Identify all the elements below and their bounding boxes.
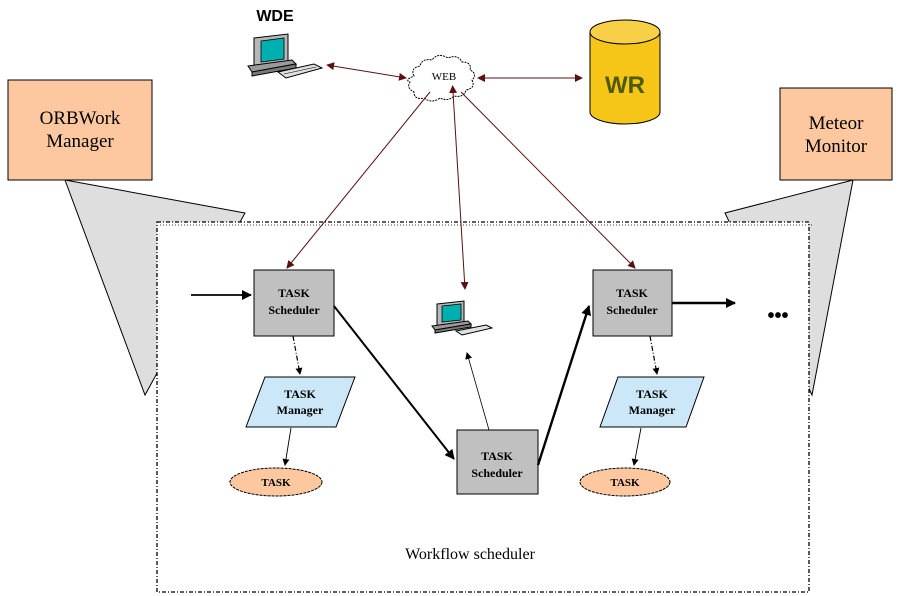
manager-right-line2: Manager [629,403,676,417]
web-scheduler-right-link [460,91,636,269]
manager-right-line1: TASK [636,387,668,401]
task-left[interactable]: TASK [229,467,323,497]
workflow-scheduler-label: Workflow scheduler [405,546,535,563]
meteor-monitor-box[interactable]: Meteor Monitor [779,87,893,181]
web-label: WEB [432,71,456,83]
orbwork-manager-line2: Manager [46,131,114,152]
manager-left-line1: TASK [284,387,316,401]
workstation-icon[interactable] [247,33,324,79]
wr-label: WR [605,72,645,99]
manager-left-to-task-arrow [282,427,292,466]
orbwork-manager-box[interactable]: ORBWork Manager [7,79,153,181]
scheduler-center[interactable]: TASK Scheduler [456,429,539,495]
database-cylinder-icon[interactable]: WR [589,19,661,125]
task-right[interactable]: TASK [579,467,671,497]
scheduler-left-line1: TASK [278,286,310,300]
scheduler-center-line1: TASK [481,449,513,463]
scheduler-right-line1: TASK [616,286,648,300]
manager-right-to-task-arrow [631,427,642,466]
wde-web-link [326,62,407,81]
scheduler-center-line2: Scheduler [471,466,523,480]
meteor-monitor-line2: Monitor [805,136,868,157]
scheduler-right-to-manager-arrow [649,335,660,375]
web-monitor-link [449,85,469,290]
orbwork-manager-line1: ORBWork [40,108,121,129]
center-workstation-icon[interactable] [431,300,494,336]
scheduler-left[interactable]: TASK Scheduler [253,269,335,337]
manager-left-line2: Manager [277,403,324,417]
manager-left[interactable]: TASK Manager [245,376,356,428]
manager-right[interactable]: TASK Manager [599,376,705,428]
scheduler-right-line2: Scheduler [606,303,658,317]
task-left-label: TASK [261,477,291,489]
scheduler-left-line2: Scheduler [268,303,320,317]
scheduler-right[interactable]: TASK Scheduler [592,269,673,337]
scheduler-center-to-workstation-arrow [465,352,490,431]
scheduler-center-to-right-arrow [536,305,592,466]
cloud-icon[interactable]: WEB [407,54,476,102]
continuation-ellipsis: ••• [767,305,788,327]
scheduler-left-to-center-arrow [333,305,455,460]
wde-label: WDE [256,8,294,25]
meteor-monitor-line1: Meteor [809,113,865,134]
task-right-label: TASK [610,477,640,489]
web-scheduler-left-link [286,91,431,269]
scheduler-left-to-manager-arrow [292,335,303,375]
